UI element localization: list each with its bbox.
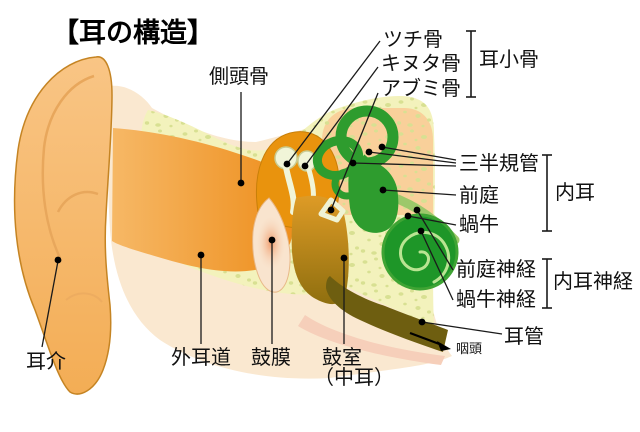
label-pharynx: 咽頭 bbox=[456, 342, 483, 357]
pharynx-skin-strip bbox=[298, 315, 445, 365]
label-vestibule: 前庭 bbox=[459, 183, 499, 207]
cochlea-spiral bbox=[399, 230, 450, 284]
leader-lines bbox=[41, 40, 503, 348]
label-vestibulocochlear-nerve: 内耳神経 bbox=[553, 269, 633, 293]
label-ossicles: 耳小骨 bbox=[479, 47, 539, 71]
label-vestibular-nerve: 前庭神経 bbox=[456, 257, 536, 281]
ear-canal-shape bbox=[112, 128, 295, 272]
label-cochlear-nerve: 蝸牛神経 bbox=[456, 287, 536, 311]
auricle-shape bbox=[13, 56, 113, 395]
group-brackets bbox=[466, 30, 552, 309]
label-eustachian-tube: 耳管 bbox=[504, 324, 544, 348]
label-ear-canal: 外耳道 bbox=[171, 345, 231, 369]
label-stapes: アブミ骨 bbox=[381, 76, 461, 100]
tympanic-cavity-shape bbox=[291, 195, 349, 305]
eustachian-tube-shape bbox=[326, 276, 448, 352]
label-tympanic-cavity: 鼓室 bbox=[322, 345, 362, 369]
label-cochlea: 蝸牛 bbox=[459, 212, 499, 236]
label-malleus: ツチ骨 bbox=[383, 27, 443, 51]
pharynx-arrow bbox=[409, 331, 451, 351]
label-auricle: 耳介 bbox=[26, 349, 66, 373]
vestibule-shape bbox=[348, 160, 399, 233]
malleus-shape bbox=[274, 146, 298, 215]
label-temporal-bone: 側頭骨 bbox=[209, 64, 269, 88]
label-tympanic-cavity-note: （中耳） bbox=[314, 365, 394, 389]
label-incus: キヌタ骨 bbox=[381, 51, 461, 75]
label-eardrum: 鼓膜 bbox=[251, 345, 291, 369]
stapes-shape bbox=[318, 197, 346, 223]
marker-dots bbox=[54, 143, 426, 326]
label-inner-ear: 内耳 bbox=[555, 180, 595, 204]
label-semicircular-canals: 三半規管 bbox=[459, 151, 539, 175]
diagram-title: 【耳の構造】 bbox=[52, 18, 214, 49]
